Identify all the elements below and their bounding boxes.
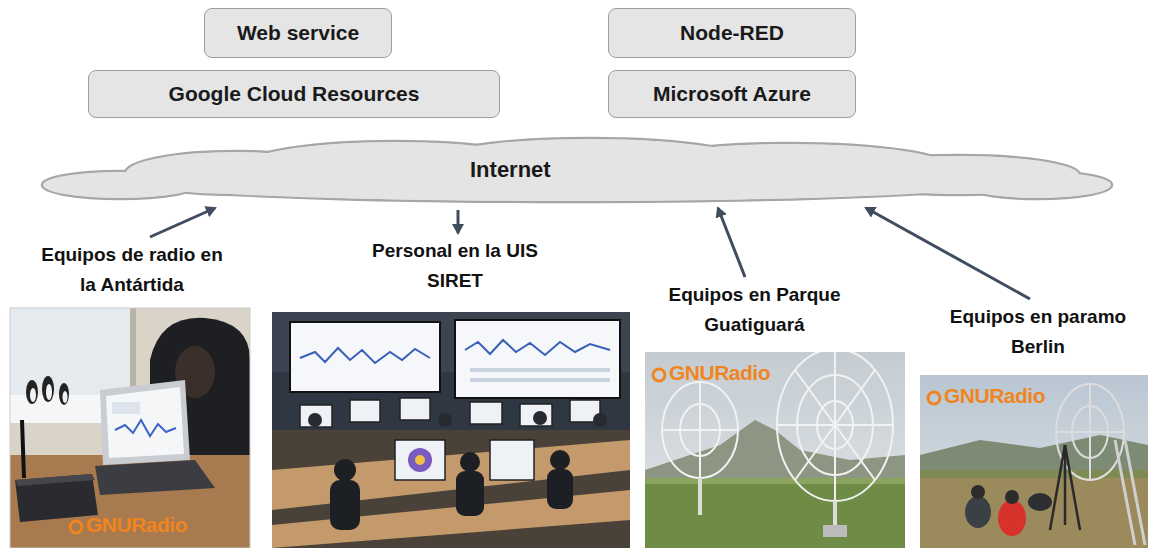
paramo-photo xyxy=(920,375,1148,548)
arrow-connector xyxy=(150,208,215,237)
caption-text: Equipos en Parque Guatiguará xyxy=(637,280,872,340)
caption-text: Personal en la UIS SIRET xyxy=(345,236,565,296)
site-caption: Personal en la UIS SIRET xyxy=(345,236,565,296)
service-box: Web service xyxy=(204,8,392,58)
platform-box: Microsoft Azure xyxy=(608,70,856,118)
site-caption: Equipos de radio en la Antártida xyxy=(37,240,227,300)
arrow-connector xyxy=(866,208,1030,299)
arrow-connector xyxy=(457,210,460,233)
site-caption: Equipos en Parque Guatiguará xyxy=(637,280,872,340)
caption-text: Equipos de radio en la Antártida xyxy=(37,240,227,300)
internet-cloud: Internet xyxy=(30,135,1115,207)
caption-text: Equipos en paramo Berlin xyxy=(928,302,1148,362)
guatiguara-photo xyxy=(645,352,905,548)
node-text: Internet xyxy=(470,157,551,183)
node-text: Google Cloud Resources xyxy=(169,82,420,106)
control-room-photo xyxy=(272,312,630,548)
node-text: Web service xyxy=(237,21,359,45)
logo-text: GNURadio xyxy=(86,513,187,537)
antarctica-photo xyxy=(10,308,250,548)
service-box: Node-RED xyxy=(608,8,856,58)
logo-text: GNURadio xyxy=(669,361,770,385)
node-text: Node-RED xyxy=(680,21,784,45)
node-text: Microsoft Azure xyxy=(653,82,811,106)
platform-box: Google Cloud Resources xyxy=(88,70,500,118)
arrow-connector xyxy=(718,208,745,277)
cloud-outline xyxy=(30,135,1115,207)
logo-text: GNURadio xyxy=(944,384,1045,408)
site-caption: Equipos en paramo Berlin xyxy=(928,302,1148,362)
